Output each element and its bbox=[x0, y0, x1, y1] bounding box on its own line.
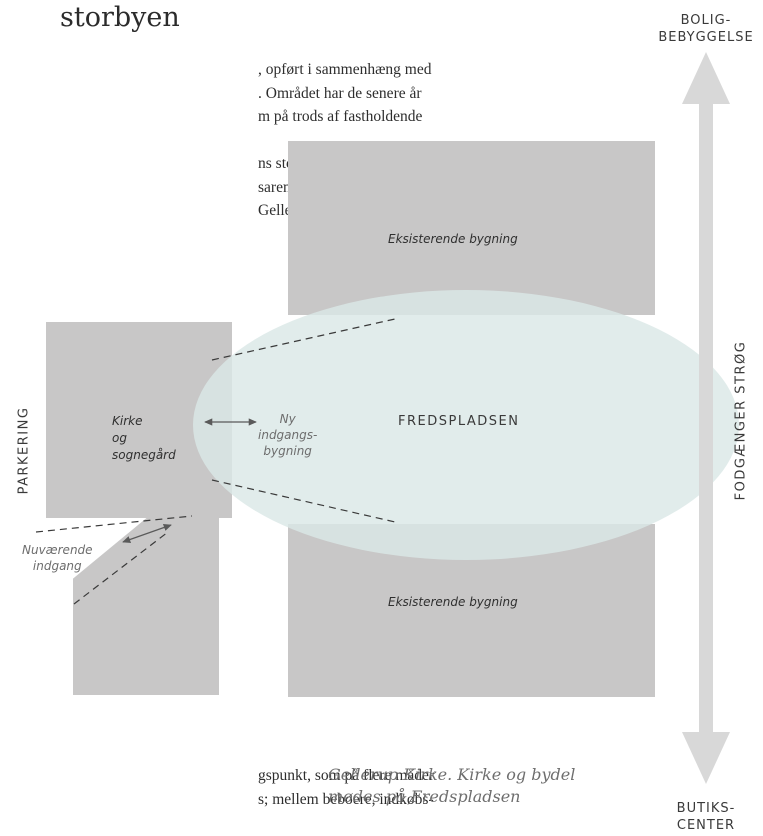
current-entrance-double-arrow bbox=[122, 523, 172, 544]
existing-building-top bbox=[288, 141, 655, 315]
building-bottom-label: Eksisterende bygning bbox=[388, 595, 518, 609]
text-line: , opført i sammenhæng med bbox=[258, 61, 432, 78]
pedestrian-street-label: FODGÆNGER STRØG bbox=[733, 340, 749, 501]
fredspladsen-area bbox=[193, 290, 739, 560]
text-line: m på trods af fastholdende bbox=[258, 108, 423, 125]
text-line: gspunkt, som på flere måder bbox=[258, 767, 435, 784]
figure-caption: Gellerup Kirke. Kirke og bydel mødes på … bbox=[328, 765, 576, 806]
housing-endpoint-label: BOLIG- BEBYGGELSE bbox=[658, 13, 754, 45]
pedestrian-street-arrow bbox=[682, 52, 730, 784]
page-heading: storbyen bbox=[60, 2, 180, 33]
new-entrance-label: Ny indgangs- bygning bbox=[258, 412, 318, 458]
dashed-lines bbox=[35, 318, 396, 605]
shopping-center-endpoint-label: BUTIKS- CENTER bbox=[676, 801, 736, 833]
bottom-body-text: gspunkt, som på flere måder s; mellem be… bbox=[258, 764, 434, 811]
text-line: s; mellem beboere, indkøbs- bbox=[258, 790, 434, 808]
building-top-label: Eksisterende bygning bbox=[388, 232, 518, 246]
church-label: Kirke og sognegård bbox=[112, 414, 176, 462]
fredspladsen-label: FREDSPLADSEN bbox=[398, 414, 520, 429]
current-entrance-label: Nuværende indgang bbox=[22, 543, 93, 573]
parking-label: PARKERING bbox=[16, 406, 32, 495]
text-line: . Området har de senere år bbox=[258, 84, 422, 102]
